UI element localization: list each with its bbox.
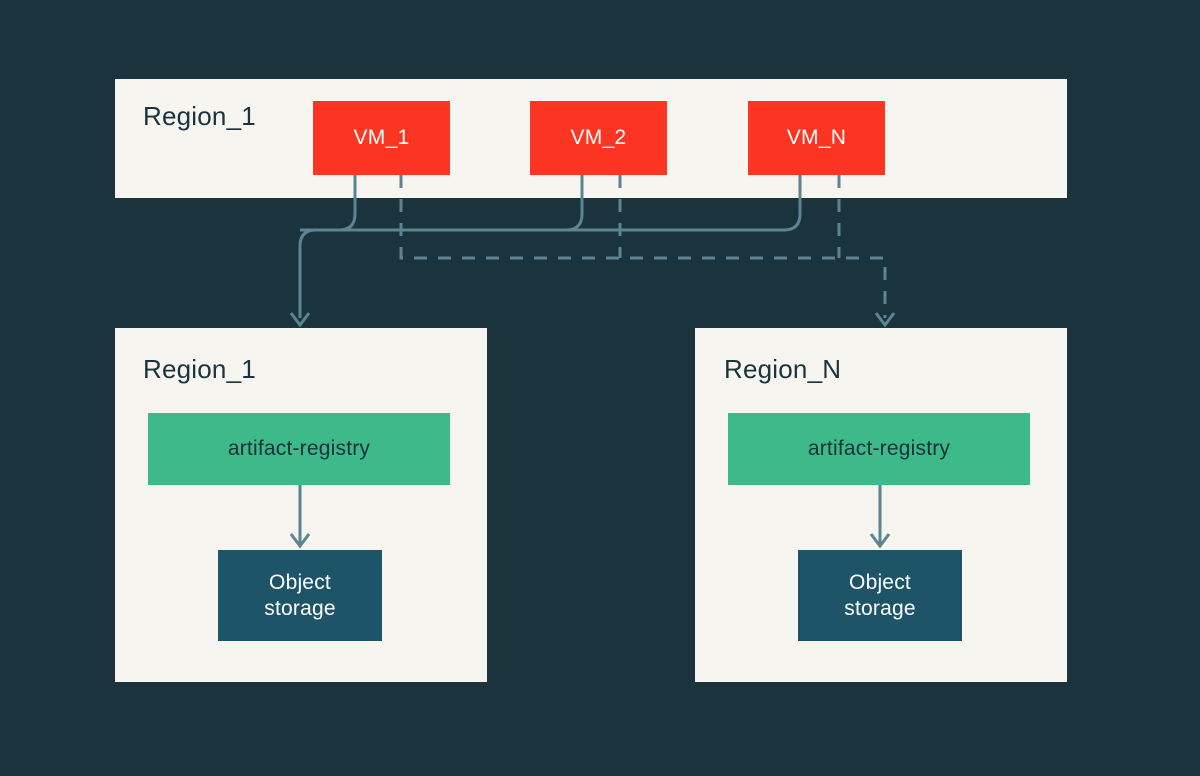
vm-box-2[interactable]: VM_2 (530, 101, 667, 175)
vm-box-1-label: VM_1 (353, 126, 410, 150)
bottom-region-1-title: Region_1 (143, 354, 256, 384)
artifact-registry-n-label: artifact-registry (807, 437, 951, 461)
artifact-registry-1-label: artifact-registry (227, 437, 371, 461)
artifact-registry-box-n[interactable]: artifact-registry (728, 413, 1030, 485)
arrowhead-region1 (289, 312, 311, 328)
vm-box-2-label: VM_2 (570, 126, 627, 150)
vm-box-n-label: VM_N (786, 126, 847, 150)
bottom-region-n-title: Region_N (724, 354, 842, 384)
vm-box-n[interactable]: VM_N (748, 101, 885, 175)
artifact-registry-box-1[interactable]: artifact-registry (148, 413, 450, 485)
arrowhead-regionn (874, 312, 896, 328)
top-region-title: Region_1 (143, 101, 256, 131)
vm-box-1[interactable]: VM_1 (313, 101, 450, 175)
